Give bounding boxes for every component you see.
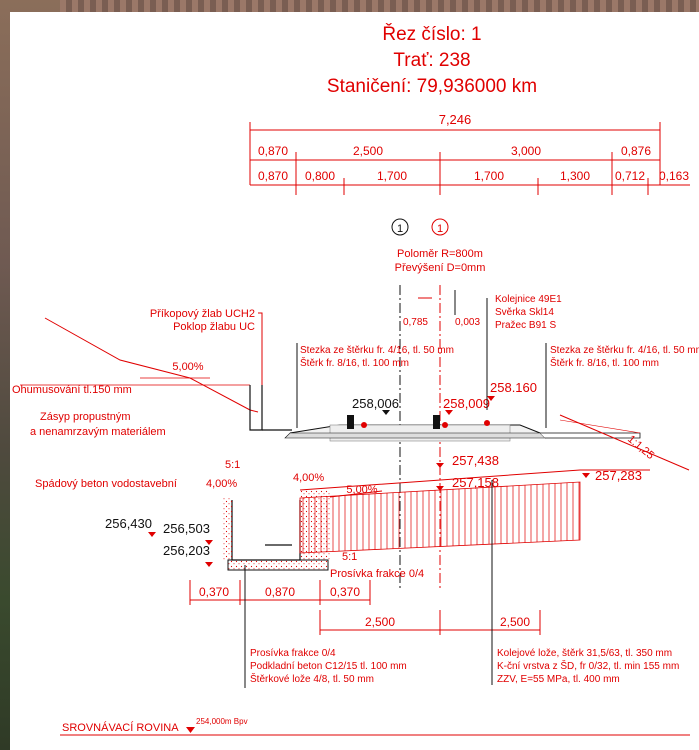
rail-left (347, 415, 354, 429)
dim-row2-g: 0,163 (659, 169, 689, 183)
dimension-lines (249, 122, 690, 195)
dim-total: 7,246 (439, 112, 472, 127)
dim-row2-b: 0,800 (305, 169, 335, 183)
label-stezka-right-1: Stezka ze štěrku fr. 4/16, tl. 50 mm (550, 345, 699, 356)
pct-5: 5,00% (346, 484, 377, 496)
background-photo-strip (0, 0, 699, 12)
dim-row1-a: 0,870 (258, 144, 288, 158)
label-bottom-left-3: Štěrkové lože 4/8, tl. 50 mm (250, 672, 374, 685)
axis-marker-red-label: 1 (437, 223, 443, 235)
dim-row1-c: 3,000 (511, 144, 541, 158)
slope-right: 1:1,25 (625, 433, 656, 462)
dim-bottom-b: 0,870 (265, 585, 295, 599)
datum-label: SROVNÁVACÍ ROVINA (62, 721, 179, 734)
pct-4-a: 4,00% (206, 478, 237, 490)
subgrade-layer (299, 481, 581, 554)
dim-row2-e: 1,300 (560, 169, 590, 183)
label-rail-2: Svěrka Skl14 (495, 307, 554, 318)
label-bottom-left-2: Podkladní beton C12/15 tl. 100 mm (250, 661, 407, 672)
dim-row2-d: 1,700 (474, 169, 504, 183)
datum-level: 254,000m Bpv (196, 717, 248, 726)
label-bottom-right-1: Kolejové lože, štěrk 31,5/63, tl. 350 mm (497, 648, 672, 659)
label-prikop-2: Poklop žlabu UC (173, 321, 255, 333)
label-stezka-left-2: Štěrk fr. 8/16, tl. 100 mm (300, 356, 409, 369)
elev-256203: 256,203 (163, 543, 210, 558)
axis-marker-red (431, 218, 449, 236)
curve-radius: Poloměr R=800m (397, 248, 483, 260)
elev-rail-left: 258,006 (352, 396, 399, 411)
dim-row1-b: 2,500 (353, 144, 383, 158)
dim-bottom-c: 0,370 (330, 585, 360, 599)
elev-256503: 256,503 (163, 521, 210, 536)
title-line-1: Řez číslo: 1 (382, 23, 481, 45)
dim-row2-a: 0,870 (258, 169, 288, 183)
axis-marker-black-label: 1 (397, 223, 403, 235)
title-line-3: Staničení: 79,936000 km (327, 76, 537, 97)
title-line-2: Trať: 238 (393, 50, 470, 71)
ratio-2: 5:1 (342, 551, 357, 563)
dim-bottom-e: 2,500 (500, 615, 530, 629)
ratio-1: 5:1 (225, 459, 240, 471)
label-bottom-right-3: ZZV, E=55 MPa, tl. 400 mm (497, 674, 620, 685)
pct-4-b: 4,00% (293, 472, 324, 484)
dim-bottom-d: 2,500 (365, 615, 395, 629)
label-rail-3: Pražec B91 S (495, 320, 556, 331)
elev-path-right: 258.160 (490, 380, 537, 395)
elev-257283: 257,283 (595, 468, 642, 483)
sub-base-layer (227, 559, 329, 571)
label-stezka-left-1: Stezka ze štěrku fr. 4/16, tl. 50 mm (300, 345, 454, 356)
label-rail-1: Kolejnice 49E1 (495, 294, 562, 305)
dim-bottom-a: 0,370 (199, 585, 229, 599)
bottom-dimension-lines (189, 580, 541, 635)
slope-left: 5,00% (172, 361, 203, 373)
elev-257438: 257,438 (452, 453, 499, 468)
label-prikop-1: Příkopový žlab UCH2 (150, 308, 255, 320)
dim-row2-c: 1,700 (377, 169, 407, 183)
label-zasyp-2: a nenamrzavým materiálem (30, 426, 166, 438)
ditch-structure (231, 385, 301, 561)
embankment-right (559, 414, 690, 471)
label-beton: Spádový beton vodostavební (35, 478, 177, 490)
cross-section-drawing: Řez číslo: 1 Trať: 238 Staničení: 79,936… (12, 23, 699, 736)
elev-257158: 257,158 (452, 475, 499, 490)
label-bottom-left-1: Prosívka frakce 0/4 (250, 648, 336, 659)
label-bottom-right-2: K-ční vrstva z ŠD, fr 0/32, tl. min 155 … (497, 659, 679, 672)
label-humus: Ohumusování tl.150 mm (12, 384, 132, 396)
drawing-sheet: Řez číslo: 1 Trať: 238 Staničení: 79,936… (10, 12, 699, 750)
axis-marker-black (391, 218, 409, 236)
label-zasyp-1: Zásyp propustným (40, 411, 130, 423)
dim-row2-f: 0,712 (615, 169, 645, 183)
dim-row1-d: 0,876 (621, 144, 651, 158)
rail-right (433, 415, 440, 429)
elev-256430: 256,430 (105, 516, 152, 531)
label-prosivka-mid: Prosívka frakce 0/4 (330, 568, 424, 580)
label-stezka-right-2: Štěrk fr. 8/16, tl. 100 mm (550, 356, 659, 369)
elev-rail-right: 258,009 (443, 396, 490, 411)
dim-0003: 0,003 (455, 317, 480, 328)
curve-cant: Převýšení D=0mm (395, 262, 486, 274)
dim-0785: 0,785 (403, 317, 428, 328)
